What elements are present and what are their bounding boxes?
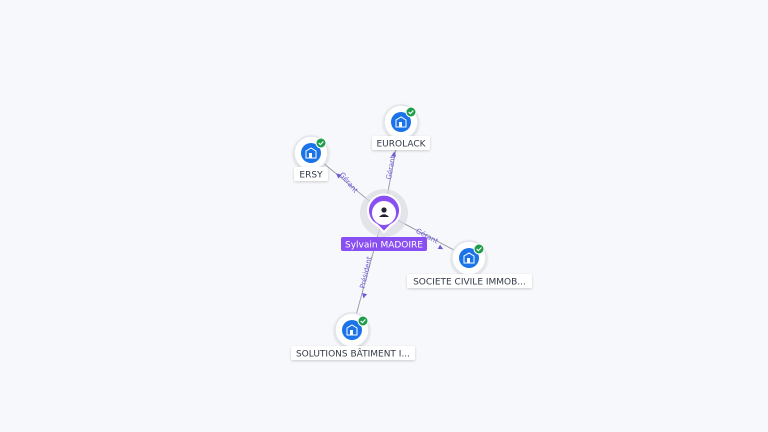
company-name: SOCIETE CIVILE IMMOB... <box>413 278 526 288</box>
building-icon <box>305 147 317 159</box>
company-label-box <box>291 346 415 360</box>
company-node-societe-civile[interactable]: SOCIETE CIVILE IMMOB... <box>407 240 532 288</box>
company-name: EUROLACK <box>376 140 426 150</box>
building-icon <box>463 252 475 264</box>
person-node[interactable]: Sylvain MADOIRE <box>341 189 427 251</box>
building-icon <box>395 116 407 128</box>
company-node-solutions-batiment[interactable]: SOLUTIONS BÂTIMENT I... <box>291 312 415 360</box>
company-node-ersy[interactable]: ERSY <box>293 135 329 181</box>
company-label-box <box>294 167 328 181</box>
check-icon <box>318 141 324 146</box>
person-pin-inner <box>372 201 396 225</box>
verified-badge-icon <box>315 137 327 149</box>
verified-badge-icon <box>473 243 485 255</box>
company-name: SOLUTIONS BÂTIMENT I... <box>296 348 410 360</box>
person-icon <box>379 207 389 217</box>
check-icon <box>408 110 414 115</box>
verified-badge-icon <box>405 106 417 118</box>
edge-label-eurolack: Gérant <box>385 155 397 180</box>
building-icon <box>346 324 358 336</box>
check-icon <box>360 319 366 324</box>
company-label-box <box>407 274 532 288</box>
person-name: Sylvain MADOIRE <box>345 241 423 251</box>
verified-badge-icon <box>357 315 369 327</box>
company-name: ERSY <box>299 171 323 181</box>
company-label-box <box>372 136 430 150</box>
edge-label-ersy: Gérant <box>338 171 360 195</box>
person-label-box <box>341 237 427 251</box>
company-node-eurolack[interactable]: EUROLACK <box>372 104 430 150</box>
edge-label-solutions: Président <box>358 255 373 289</box>
check-icon <box>476 247 482 252</box>
